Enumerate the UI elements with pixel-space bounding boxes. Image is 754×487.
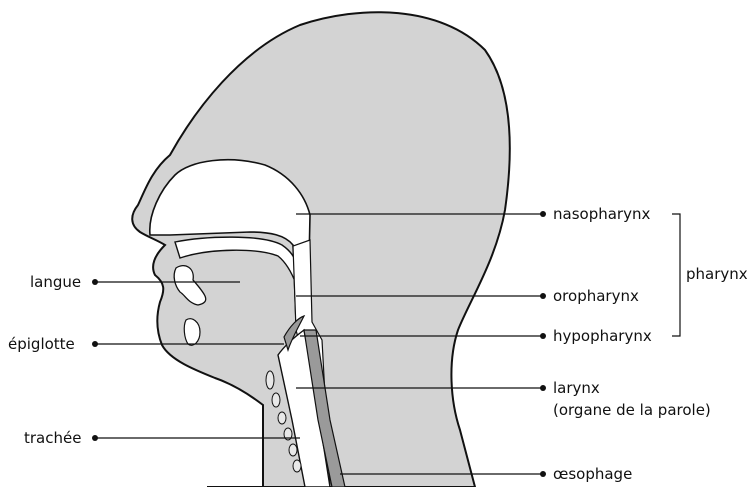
label-pharynx: pharynx bbox=[686, 265, 748, 283]
label-epiglotte: épiglotte bbox=[8, 335, 75, 353]
label-oropharynx: oropharynx bbox=[553, 287, 639, 305]
label-nasopharynx: nasopharynx bbox=[553, 205, 650, 223]
tongue-tip-pocket bbox=[184, 319, 200, 346]
label-langue: langue bbox=[30, 273, 81, 291]
label-hypopharynx: hypopharynx bbox=[553, 327, 652, 345]
pharynx-bracket bbox=[672, 214, 680, 336]
label-oesophage: œsophage bbox=[553, 465, 632, 483]
label-larynx-sub: (organe de la parole) bbox=[553, 401, 711, 419]
label-trachee: trachée bbox=[24, 429, 81, 447]
label-larynx: larynx bbox=[553, 379, 600, 397]
